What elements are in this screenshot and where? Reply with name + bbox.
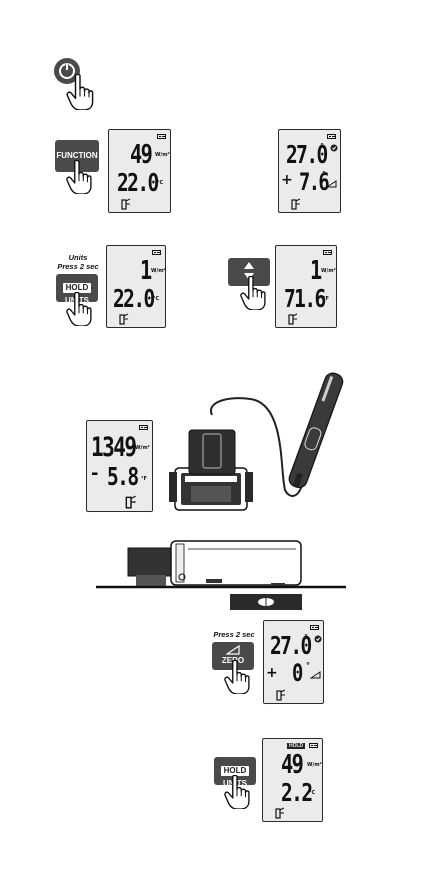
pointing-hand-icon <box>224 660 250 694</box>
meter-on-surface-illustration <box>96 540 346 610</box>
lcd-top-unit: W/m² <box>307 762 322 768</box>
pointing-hand-icon <box>240 276 266 310</box>
battery-icon <box>139 425 148 430</box>
zero-caption: Press 2 sec <box>213 630 255 639</box>
function-button-label: FUNCTION <box>56 151 98 160</box>
battery-icon <box>310 625 319 630</box>
lcd-display-probe: 1349 W/m² - 5.8 °F <box>86 420 153 512</box>
pointing-hand-icon <box>66 74 94 110</box>
battery-icon <box>323 250 332 255</box>
lcd-top-reading: 27.0 <box>286 140 328 169</box>
lcd-display-units-b: 1 W/m² 71.6 °F <box>275 245 337 328</box>
units-caption-instruction: Press 2 sec <box>57 262 99 271</box>
lcd-top-unit: W/m² <box>321 268 336 274</box>
lcd-bottom-unit: ° <box>306 661 310 670</box>
lcd-top-unit: ° <box>304 633 308 642</box>
probe-icon <box>275 807 285 819</box>
battery-icon <box>309 743 318 748</box>
lcd-bottom-reading: 2.2 <box>281 778 313 807</box>
probe-icon <box>125 495 137 509</box>
lcd-bottom-unit: °C <box>157 180 164 186</box>
lcd-bottom-unit: °C <box>153 296 160 302</box>
lcd-bottom-reading: 5.8 <box>107 462 139 491</box>
lcd-bottom-reading: 22.0 <box>117 168 159 197</box>
probe-icon <box>291 198 301 210</box>
lcd-display-function-b: 27.0 ° + 7.6 ° <box>278 129 341 213</box>
lcd-sign: + <box>281 172 293 188</box>
lcd-bottom-reading: 7.6 <box>299 168 330 196</box>
tilt-angle-icon <box>326 180 337 188</box>
lcd-top-reading: 1349 <box>91 432 137 463</box>
pointing-hand-icon <box>224 775 250 809</box>
lcd-bottom-reading: 71.6 <box>284 284 326 313</box>
lcd-sign: - <box>91 463 99 484</box>
power-button[interactable] <box>54 58 80 84</box>
lcd-top-unit: W/m² <box>151 268 166 274</box>
lcd-top-reading: 49 <box>281 750 304 780</box>
power-step <box>54 58 94 108</box>
lcd-top-reading: 49 <box>130 140 153 170</box>
probe-icon <box>119 313 129 325</box>
lcd-bottom-unit: °C <box>309 790 316 796</box>
lcd-top-unit: ° <box>320 142 324 151</box>
probe-icon <box>288 313 298 325</box>
lcd-top-reading: 1 <box>140 256 152 286</box>
power-icon <box>59 62 75 79</box>
pointing-hand-icon <box>66 292 92 326</box>
hold-label: HOLD <box>62 283 92 293</box>
lcd-sign: + <box>266 665 278 681</box>
tilt-angle-icon <box>226 645 240 655</box>
tilt-angle-icon <box>310 671 321 679</box>
status-dot-icon <box>314 635 322 643</box>
lcd-display-units-a: 1 W/m² 22.0 °C <box>106 245 166 328</box>
lcd-top-reading: 1 <box>310 256 322 286</box>
probe-icon <box>121 198 131 210</box>
lcd-bottom-unit: °F <box>141 476 147 482</box>
status-dot-icon <box>330 144 338 152</box>
battery-icon <box>152 250 161 255</box>
lcd-bottom-unit: ° <box>322 170 326 179</box>
lcd-display-hold: HOLD 49 W/m² 2.2 °C <box>262 738 323 822</box>
lcd-top-unit: W/m² <box>155 152 170 158</box>
units-caption-title: Units <box>68 253 88 262</box>
lcd-display-zero: 27.0 ° + 0 ° <box>263 620 324 704</box>
hold-badge: HOLD <box>287 743 306 749</box>
up-arrow-icon <box>244 262 254 269</box>
lcd-display-function-a: 49 W/m² 22.0 °C <box>108 129 171 213</box>
meter-with-probe-illustration <box>169 372 344 511</box>
units-caption: Units Press 2 sec <box>52 253 104 271</box>
lcd-bottom-unit: °F <box>323 296 329 302</box>
lcd-bottom-reading: 0 <box>292 659 303 687</box>
hold-label: HOLD <box>220 766 250 776</box>
lcd-bottom-reading: 22.0 <box>113 284 155 313</box>
pointing-hand-icon <box>66 160 92 194</box>
lcd-top-reading: 27.0 <box>270 631 312 660</box>
function-button[interactable]: FUNCTION <box>55 140 99 172</box>
battery-icon <box>327 134 336 139</box>
probe-icon <box>276 689 286 701</box>
lcd-top-unit: W/m² <box>135 445 150 451</box>
battery-icon <box>157 134 166 139</box>
